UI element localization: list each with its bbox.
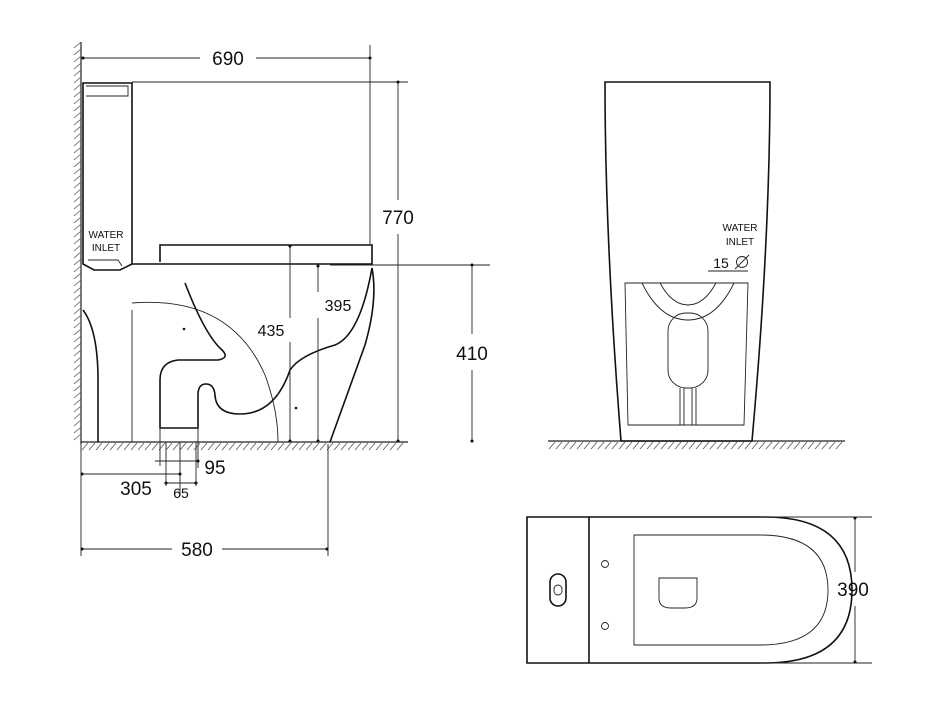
dim-390-label: 390 [837,580,869,601]
side-view: 690 770 435 395 410 95 305 65 [73,41,490,561]
diameter-symbol-icon [734,254,750,270]
cistern-base [88,259,123,267]
cistern-lid [86,85,129,97]
hinge-hole-icon [601,622,609,630]
dim-435-label: 435 [258,323,285,340]
rear-inlet-label-1: WATER [723,223,758,234]
rear-trap-inner [659,282,717,306]
cistern [82,82,133,271]
rear-outlet-lines [679,388,697,425]
rear-trap-outline [641,282,735,321]
top-drain [658,577,698,609]
outlet-walls [159,428,199,442]
rear-view: WATER INLET 15 [548,81,845,450]
hinge-hole-icon [601,560,609,568]
side-inlet-label-2: INLET [92,243,120,254]
seat-lid [132,244,373,265]
flush-button-icon [549,573,567,607]
side-inlet-label-1: WATER [89,230,124,241]
top-outline [526,516,853,664]
rear-trap-body [667,312,709,389]
trapway [159,267,373,429]
rear-floor-hatch [548,441,843,450]
dim-770-label: 770 [382,208,414,229]
dim-65-label: 65 [173,485,189,501]
dim-95-label: 95 [204,458,225,479]
bowl-back-curve [82,309,99,442]
floor-hatch [81,442,404,451]
dim-690-label: 690 [212,49,244,70]
rear-pipe-diameter: 15 [713,255,729,271]
top-seat-outline [633,534,829,646]
top-view: 390 [526,516,872,664]
rear-body [604,81,771,442]
bowl-arc [131,301,279,443]
dim-580-label: 580 [181,540,213,561]
rear-recess [624,282,749,426]
dim-305-label: 305 [120,479,152,500]
dim-410-label: 410 [456,344,488,365]
wall-hatch [73,41,82,441]
rear-inlet-label-2: INLET [726,237,754,248]
bowl-front [329,267,375,443]
dim-395-label: 395 [325,298,352,315]
